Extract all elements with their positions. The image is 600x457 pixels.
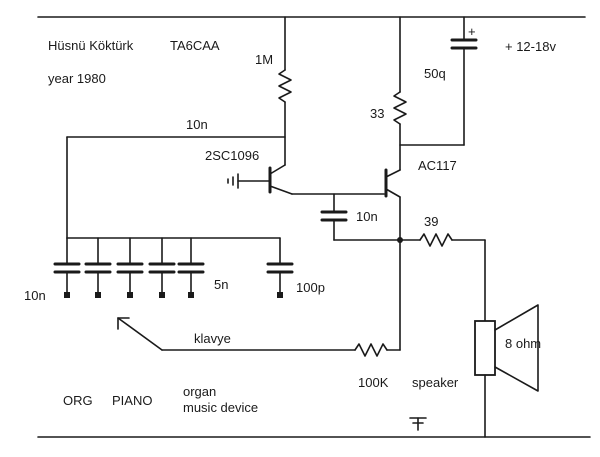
resistor-100k-label: 100K [358,375,389,390]
supply-voltage-label: + 12-18v [505,39,556,54]
cap-10n-top-label: 10n [186,117,208,132]
transistor-2sc1096-collector [269,164,286,175]
cap-5n-label: 5n [214,277,228,292]
speaker-impedance-label: 8 ohm [505,336,541,351]
transistor-ac117-collector [385,188,401,198]
resistor-1m-label: 1M [255,52,273,67]
transistor-2sc1096-label: 2SC1096 [205,148,259,163]
cap-100p-label: 100p [296,280,325,295]
resistor-33-label: 33 [370,106,384,121]
cap-10n-mid-label: 10n [356,209,378,224]
resistor-1m [278,69,292,103]
speaker-coil [474,320,496,376]
speaker-label: speaker [412,375,459,390]
org-label: ORG [63,393,93,408]
keyboard-contact-lever [117,317,163,351]
plus-sign-label: + [468,24,476,39]
resistor-39-label: 39 [424,214,438,229]
cap-50q-label: 50q [424,66,446,81]
capacitor-bank [53,237,294,298]
resistor-33 [393,91,407,125]
transistor-ac117-label: AC117 [418,158,457,173]
callsign-label: TA6CAA [170,38,220,53]
organ-label: organ [183,384,216,399]
music-device-label: music device [183,400,258,415]
transistor-ac117-emitter [385,169,401,178]
speaker-cone [494,304,539,392]
transistor-2sc1096-emitter [269,185,293,195]
piano-label: PIANO [112,393,152,408]
resistor-39 [419,233,453,247]
keyboard-contact-arrow [117,317,130,330]
cap-10n-bottom-label: 10n [24,288,46,303]
resistor-100k [354,343,388,357]
author-label: Hüsnü Köktürk [48,38,134,53]
year-label: year 1980 [48,71,106,86]
klavye-label: klavye [194,331,231,346]
